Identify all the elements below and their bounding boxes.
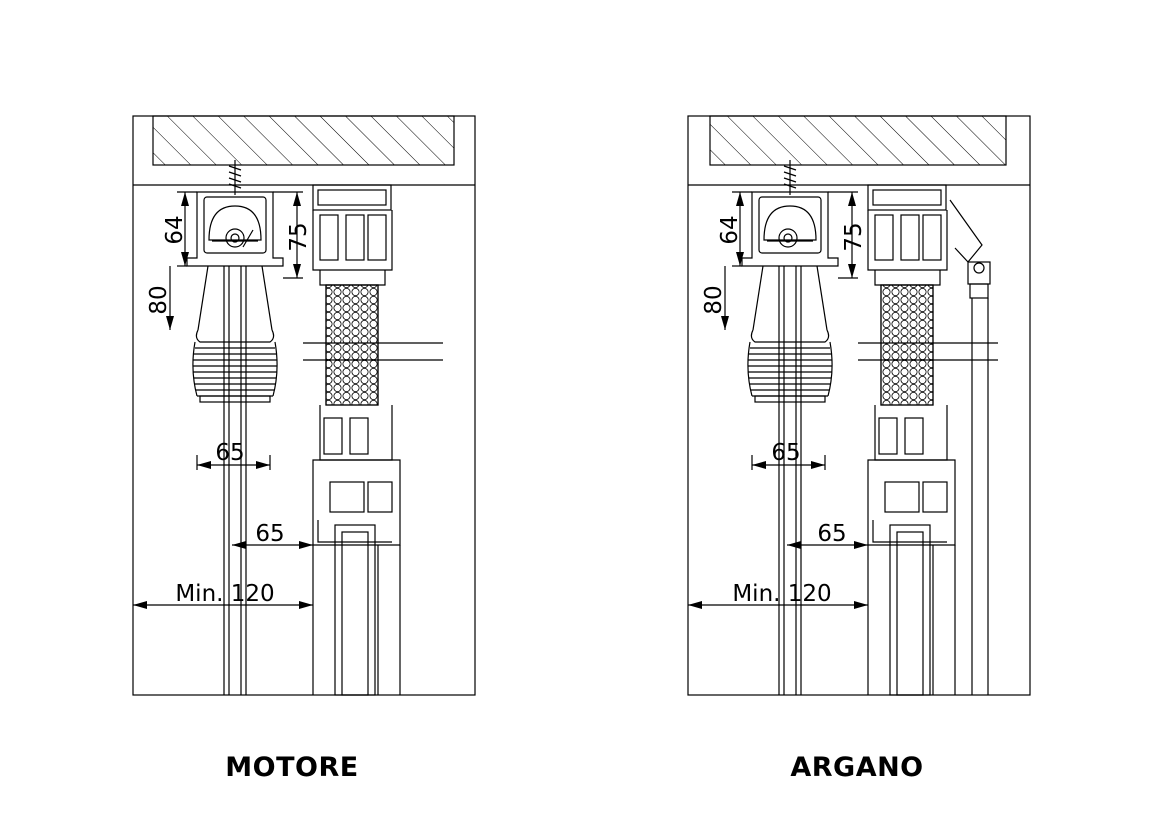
panel-frame: [132, 115, 476, 696]
fixing-screw: [228, 160, 242, 195]
glazing-line: [303, 342, 443, 361]
label-bracket-drop: 75: [286, 222, 312, 251]
caption-motore: MOTORE: [225, 752, 359, 783]
window-profile: [312, 184, 401, 696]
ceiling-beam: [152, 115, 455, 166]
dim-pack-width: [196, 455, 271, 470]
label-drop: 80: [701, 285, 727, 314]
stack-pack: [747, 329, 833, 403]
cords: [752, 265, 828, 695]
label-bracket-drop: 75: [841, 222, 867, 251]
panel-motore: [132, 115, 476, 696]
label-head-height: 64: [162, 215, 188, 244]
winch-bracket: [949, 199, 991, 695]
fixing-screw: [783, 160, 797, 195]
dim-head-height: [732, 191, 752, 267]
stack-pack: [192, 329, 278, 403]
caption-argano: ARGANO: [790, 752, 924, 783]
head-rail: [741, 191, 839, 267]
head-rail: [186, 191, 284, 267]
dim-bracket-drop: [273, 191, 303, 279]
glazing-line: [858, 342, 998, 361]
window-profile: [867, 184, 956, 696]
label-min-distance: Min. 120: [732, 581, 831, 607]
dim-bracket-drop: [828, 191, 858, 279]
panel-frame: [687, 115, 1031, 696]
cords: [197, 265, 273, 695]
dim-pack-width: [751, 455, 826, 470]
dim-head-height: [177, 191, 197, 267]
label-head-height: 64: [717, 215, 743, 244]
ceiling-beam: [709, 115, 1007, 166]
label-offset: 65: [255, 521, 284, 547]
label-min-distance: Min. 120: [175, 581, 274, 607]
panel-argano: [687, 115, 1031, 696]
label-pack-width: 65: [771, 440, 800, 466]
label-pack-width: 65: [215, 440, 244, 466]
label-drop: 80: [146, 285, 172, 314]
label-offset: 65: [817, 521, 846, 547]
